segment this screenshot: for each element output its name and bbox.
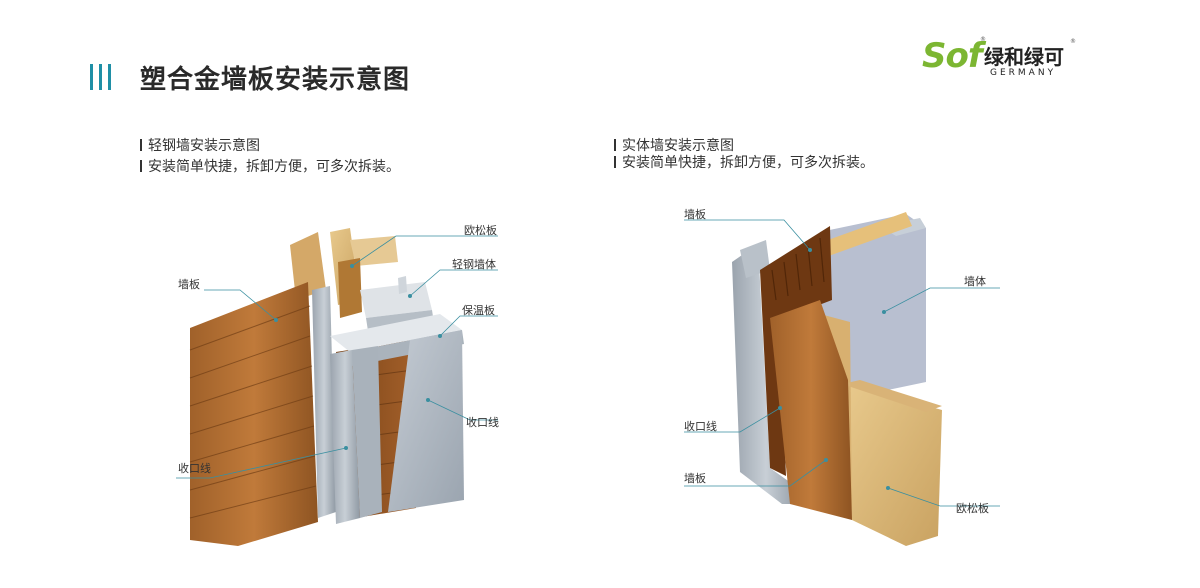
leader-wall-panel-bottom: [684, 459, 827, 487]
logo-registered-mark-2: ®: [1070, 38, 1076, 45]
leader-wall-panel: [204, 289, 277, 321]
label-wall-panel-top: 墙板: [684, 208, 706, 221]
insulation-top: [330, 314, 462, 352]
label-osb-left: 欧松板: [464, 224, 497, 237]
corner-trim-right: [352, 346, 382, 518]
left-description: 安装简单快捷，拆卸方便，可多次拆装。: [140, 158, 400, 177]
corner-trim-left: [330, 350, 360, 524]
label-insulation: 保温板: [462, 304, 495, 317]
leader-trim-right: [427, 399, 498, 421]
label-steel-wall: 轻钢墙体: [452, 258, 496, 271]
osb-front-face: [848, 384, 942, 546]
logo-latin: Sof: [922, 36, 983, 76]
leader-wall-body: [883, 287, 1000, 313]
steel-screw: [398, 276, 407, 294]
wood-panel-front: [770, 300, 852, 520]
leader-osb-right: [887, 487, 1000, 507]
brand-logo: Sof ® 绿和绿可 ® GERMANY: [922, 36, 1082, 84]
logo-tagline: GERMANY: [990, 68, 1057, 78]
label-trim-bottom: 收口线: [178, 462, 211, 475]
right-description: 安装简单快捷，拆卸方便，可多次拆装。: [614, 154, 874, 173]
leader-insulation: [439, 315, 498, 337]
label-wall-body: 墙体: [964, 275, 986, 288]
wood-panel-top: [760, 226, 832, 476]
logo-registered-mark: ®: [980, 36, 986, 43]
leader-osb: [351, 235, 498, 267]
label-wall-panel-left: 墙板: [178, 278, 200, 291]
leader-wall-panel-top: [684, 219, 811, 251]
label-trim-right-diagram: 收口线: [684, 420, 717, 433]
osb-lower-top: [842, 380, 942, 412]
left-heading: 轻钢墙安装示意图: [140, 137, 260, 156]
logo-chinese: 绿和绿可: [984, 45, 1064, 69]
trim-strip: [732, 244, 800, 504]
label-trim-right: 收口线: [466, 416, 499, 429]
page-title: 塑合金墙板安装示意图: [140, 65, 411, 95]
leader-trim: [684, 407, 781, 433]
label-osb-right: 欧松板: [956, 502, 989, 515]
leader-trim-bottom: [176, 447, 347, 479]
right-trim: [388, 330, 464, 512]
back-osb-left: [290, 232, 326, 300]
steel-stud-top: [360, 282, 432, 318]
right-heading: 实体墙安装示意图: [614, 137, 734, 156]
label-wall-panel-bottom: 墙板: [684, 472, 706, 485]
leader-steel-wall: [409, 269, 498, 297]
left-trim: [312, 286, 336, 518]
osb-cut-face: [338, 258, 362, 318]
title-accent-bars: [90, 64, 111, 90]
